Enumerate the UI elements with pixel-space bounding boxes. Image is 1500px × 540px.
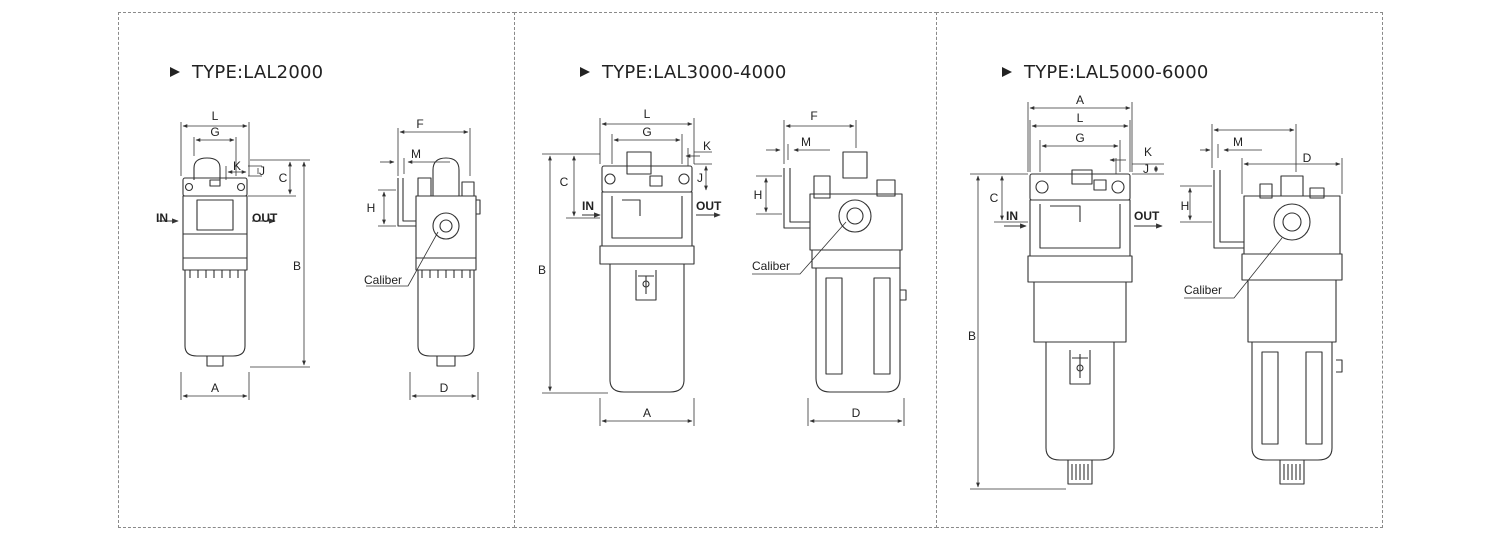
dim-label-l: L — [212, 109, 219, 123]
bullet-arrow-icon — [170, 67, 180, 77]
dim-label-g: G — [1075, 131, 1084, 145]
dimension-lines-lal2000-front — [180, 122, 310, 400]
dim-label-d: D — [440, 381, 449, 395]
front-view-lal5000 — [1004, 169, 1163, 485]
dim-label-c: C — [990, 191, 999, 205]
labels-lal3000-4000: L G K J C B A IN OUT F M H D Caliber — [538, 107, 861, 420]
panel-frame-lal5000-6000 — [936, 12, 1383, 528]
labels-lal5000-6000: A L G K J C B IN OUT M D H Caliber — [968, 93, 1312, 343]
dimension-lines-lal3000-side — [752, 120, 905, 426]
panel-title-lal5000-6000: TYPE:LAL5000-6000 — [1002, 62, 1209, 83]
callout-caliber: Caliber — [364, 273, 402, 287]
dim-label-d: D — [1303, 151, 1312, 165]
dim-label-b: B — [293, 259, 301, 273]
port-label-out: OUT — [1134, 209, 1160, 223]
side-view-lal2000 — [397, 157, 481, 367]
bullet-arrow-icon — [580, 67, 590, 77]
dim-label-b: B — [538, 263, 546, 277]
panel-title-text: TYPE:LAL2000 — [192, 62, 324, 83]
dim-label-b: B — [968, 329, 976, 343]
panel-title-text: TYPE:LAL3000-4000 — [602, 62, 787, 83]
dim-label-j: J — [697, 171, 703, 185]
dim-label-k: K — [233, 159, 241, 173]
dim-label-a: A — [643, 406, 651, 420]
dim-label-h: H — [367, 201, 376, 215]
dim-label-l: L — [644, 107, 651, 121]
dimension-lines-lal5000-side — [1180, 124, 1343, 299]
port-label-out: OUT — [252, 211, 278, 225]
panel-title-lal2000: TYPE:LAL2000 — [170, 62, 323, 83]
dimension-lines-lal3000-front — [542, 118, 712, 426]
labels-lal2000: L G K J C B A IN OUT F M H D Caliber — [156, 109, 449, 395]
panel-title-text: TYPE:LAL5000-6000 — [1024, 62, 1209, 83]
side-view-lal5000 — [1213, 170, 1343, 485]
dim-label-j: J — [1143, 162, 1149, 176]
bullet-arrow-icon — [1002, 67, 1012, 77]
side-view-lal3000 — [783, 151, 907, 393]
dim-label-a: A — [1076, 93, 1084, 107]
dim-label-h: H — [754, 188, 763, 202]
panel-title-lal3000-4000: TYPE:LAL3000-4000 — [580, 62, 787, 83]
dim-label-c: C — [560, 175, 569, 189]
dim-label-k: K — [703, 139, 711, 153]
dim-label-k: K — [1144, 145, 1152, 159]
front-view-lal2000 — [158, 157, 276, 367]
port-label-in: IN — [1006, 209, 1018, 223]
dimension-lines-lal5000-front — [970, 102, 1164, 490]
dim-label-g: G — [210, 125, 219, 139]
port-label-in: IN — [156, 211, 168, 225]
port-label-in: IN — [582, 199, 594, 213]
dim-label-d: D — [852, 406, 861, 420]
callout-caliber: Caliber — [1184, 283, 1222, 297]
dim-label-g: G — [642, 125, 651, 139]
dimension-lines-lal2000-side — [366, 128, 479, 400]
front-view-lal3000 — [582, 151, 721, 393]
callout-caliber: Caliber — [752, 259, 790, 273]
dim-label-m: M — [1233, 135, 1243, 149]
dim-label-f: F — [810, 109, 817, 123]
dim-label-a: A — [211, 381, 219, 395]
dim-label-m: M — [801, 135, 811, 149]
dim-label-h: H — [1181, 199, 1190, 213]
dim-label-c: C — [279, 171, 288, 185]
dim-label-j: J — [259, 164, 265, 178]
dim-label-l: L — [1077, 111, 1084, 125]
port-label-out: OUT — [696, 199, 722, 213]
dim-label-f: F — [416, 117, 423, 131]
dim-label-m: M — [411, 147, 421, 161]
